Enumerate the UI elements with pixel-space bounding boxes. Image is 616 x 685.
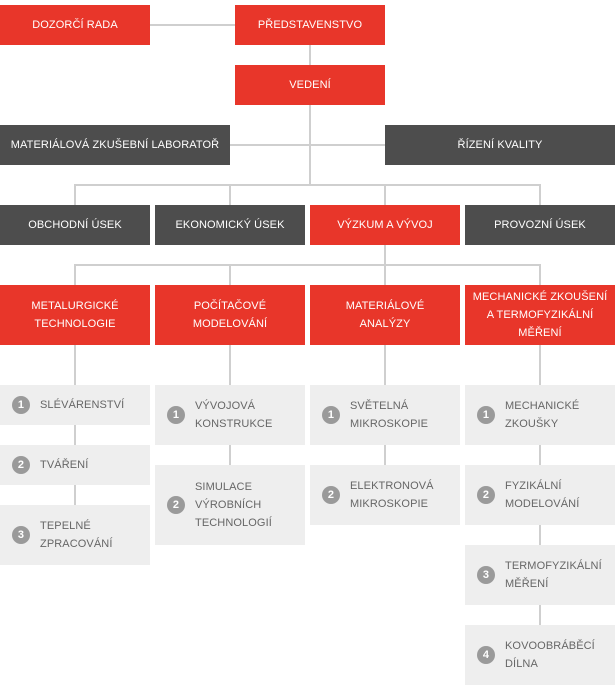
connector	[229, 264, 231, 285]
box-label: MECHANICKÉ ZKOUŠENÍ A TERMOFYZIKÁLNÍ MĚŘ…	[472, 291, 608, 339]
connector	[309, 45, 311, 65]
number-badge: 3	[477, 566, 495, 584]
unit-item[interactable]: 2 FYZIKÁLNÍ MODELOVÁNÍ	[465, 465, 615, 525]
box-label: ŘÍZENÍ KVALITY	[457, 139, 543, 151]
box-label: DOZORČÍ RADA	[32, 19, 118, 31]
unit-item[interactable]: 2 SIMULACE VÝROBNÍCH TECHNOLOGIÍ	[155, 465, 305, 545]
number-badge: 2	[167, 496, 185, 514]
unit-label: TEPELNÉ ZPRACOVÁNÍ	[40, 520, 113, 550]
box-label: PROVOZNÍ ÚSEK	[494, 219, 586, 231]
unit-item[interactable]: 3 TERMOFYZIKÁLNÍ MĚŘENÍ	[465, 545, 615, 605]
unit-label: TVÁŘENÍ	[40, 459, 89, 471]
number-badge: 1	[322, 406, 340, 424]
box-label: MATERIÁLOVÉ ANALÝZY	[345, 300, 425, 330]
unit-label: SLÉVÁRENSTVÍ	[40, 399, 125, 411]
unit-label: SIMULACE VÝROBNÍCH TECHNOLOGIÍ	[195, 481, 272, 529]
number-badge: 4	[477, 646, 495, 664]
connector	[384, 264, 386, 285]
connector	[74, 184, 540, 186]
box-division-ekonomicky[interactable]: EKONOMICKÝ ÚSEK	[155, 205, 305, 245]
box-dozorci-rada[interactable]: DOZORČÍ RADA	[0, 5, 150, 45]
connector	[230, 144, 385, 146]
connector	[539, 264, 541, 285]
connector	[74, 184, 76, 205]
unit-item[interactable]: 1 SLÉVÁRENSTVÍ	[0, 385, 150, 425]
box-label: MATERIÁLOVÁ ZKUŠEBNÍ LABORATOŘ	[10, 139, 220, 151]
connector	[539, 184, 541, 205]
unit-item[interactable]: 2 TVÁŘENÍ	[0, 445, 150, 485]
box-laborator[interactable]: MATERIÁLOVÁ ZKUŠEBNÍ LABORATOŘ	[0, 125, 230, 165]
number-badge: 1	[477, 406, 495, 424]
unit-label: VÝVOJOVÁ KONSTRUKCE	[195, 400, 273, 430]
box-vedeni[interactable]: VEDENÍ	[235, 65, 385, 105]
number-badge: 2	[322, 486, 340, 504]
number-badge: 2	[477, 486, 495, 504]
number-badge: 2	[12, 456, 30, 474]
box-division-obchodni[interactable]: OBCHODNÍ ÚSEK	[0, 205, 150, 245]
connector	[74, 264, 76, 285]
number-badge: 3	[12, 526, 30, 544]
unit-item[interactable]: 1 MECHANICKÉ ZKOUŠKY	[465, 385, 615, 445]
unit-label: ELEKTRONOVÁ MIKROSKOPIE	[350, 480, 434, 510]
unit-item[interactable]: 3 TEPELNÉ ZPRACOVÁNÍ	[0, 505, 150, 565]
unit-item[interactable]: 1 SVĚTELNÁ MIKROSKOPIE	[310, 385, 460, 445]
unit-item[interactable]: 1 VÝVOJOVÁ KONSTRUKCE	[155, 385, 305, 445]
box-label: VÝZKUM A VÝVOJ	[337, 219, 433, 231]
unit-label: MECHANICKÉ ZKOUŠKY	[505, 400, 580, 430]
box-department-mechanicke[interactable]: MECHANICKÉ ZKOUŠENÍ A TERMOFYZIKÁLNÍ MĚŘ…	[465, 285, 615, 345]
box-label: VEDENÍ	[289, 79, 331, 91]
unit-label: SVĚTELNÁ MIKROSKOPIE	[350, 400, 429, 430]
box-rizeni-kvality[interactable]: ŘÍZENÍ KVALITY	[385, 125, 615, 165]
unit-label: KOVOOBRÁBĚCÍ DÍLNA	[505, 640, 595, 670]
unit-label: FYZIKÁLNÍ MODELOVÁNÍ	[505, 480, 580, 510]
box-division-vyzkum[interactable]: VÝZKUM A VÝVOJ	[310, 205, 460, 245]
box-label: POČÍTAČOVÉ MODELOVÁNÍ	[192, 300, 268, 330]
connector	[150, 24, 236, 26]
box-predstavenstvo[interactable]: PŘEDSTAVENSTVO	[235, 5, 385, 45]
unit-label: TERMOFYZIKÁLNÍ MĚŘENÍ	[505, 560, 602, 590]
connector	[229, 184, 231, 205]
box-label: METALURGICKÉ TECHNOLOGIE	[31, 300, 119, 330]
box-label: EKONOMICKÝ ÚSEK	[175, 219, 285, 231]
box-label: OBCHODNÍ ÚSEK	[28, 219, 122, 231]
box-label: PŘEDSTAVENSTVO	[257, 19, 363, 31]
connector	[74, 264, 540, 266]
connector	[384, 184, 386, 205]
connector	[384, 245, 386, 265]
box-department-pocitacove[interactable]: POČÍTAČOVÉ MODELOVÁNÍ	[155, 285, 305, 345]
unit-item[interactable]: 2 ELEKTRONOVÁ MIKROSKOPIE	[310, 465, 460, 525]
box-division-provozni[interactable]: PROVOZNÍ ÚSEK	[465, 205, 615, 245]
unit-item[interactable]: 4 KOVOOBRÁBĚCÍ DÍLNA	[465, 625, 615, 685]
box-department-metalurgicke[interactable]: METALURGICKÉ TECHNOLOGIE	[0, 285, 150, 345]
number-badge: 1	[167, 406, 185, 424]
number-badge: 1	[12, 396, 30, 414]
box-department-materialove[interactable]: MATERIÁLOVÉ ANALÝZY	[310, 285, 460, 345]
